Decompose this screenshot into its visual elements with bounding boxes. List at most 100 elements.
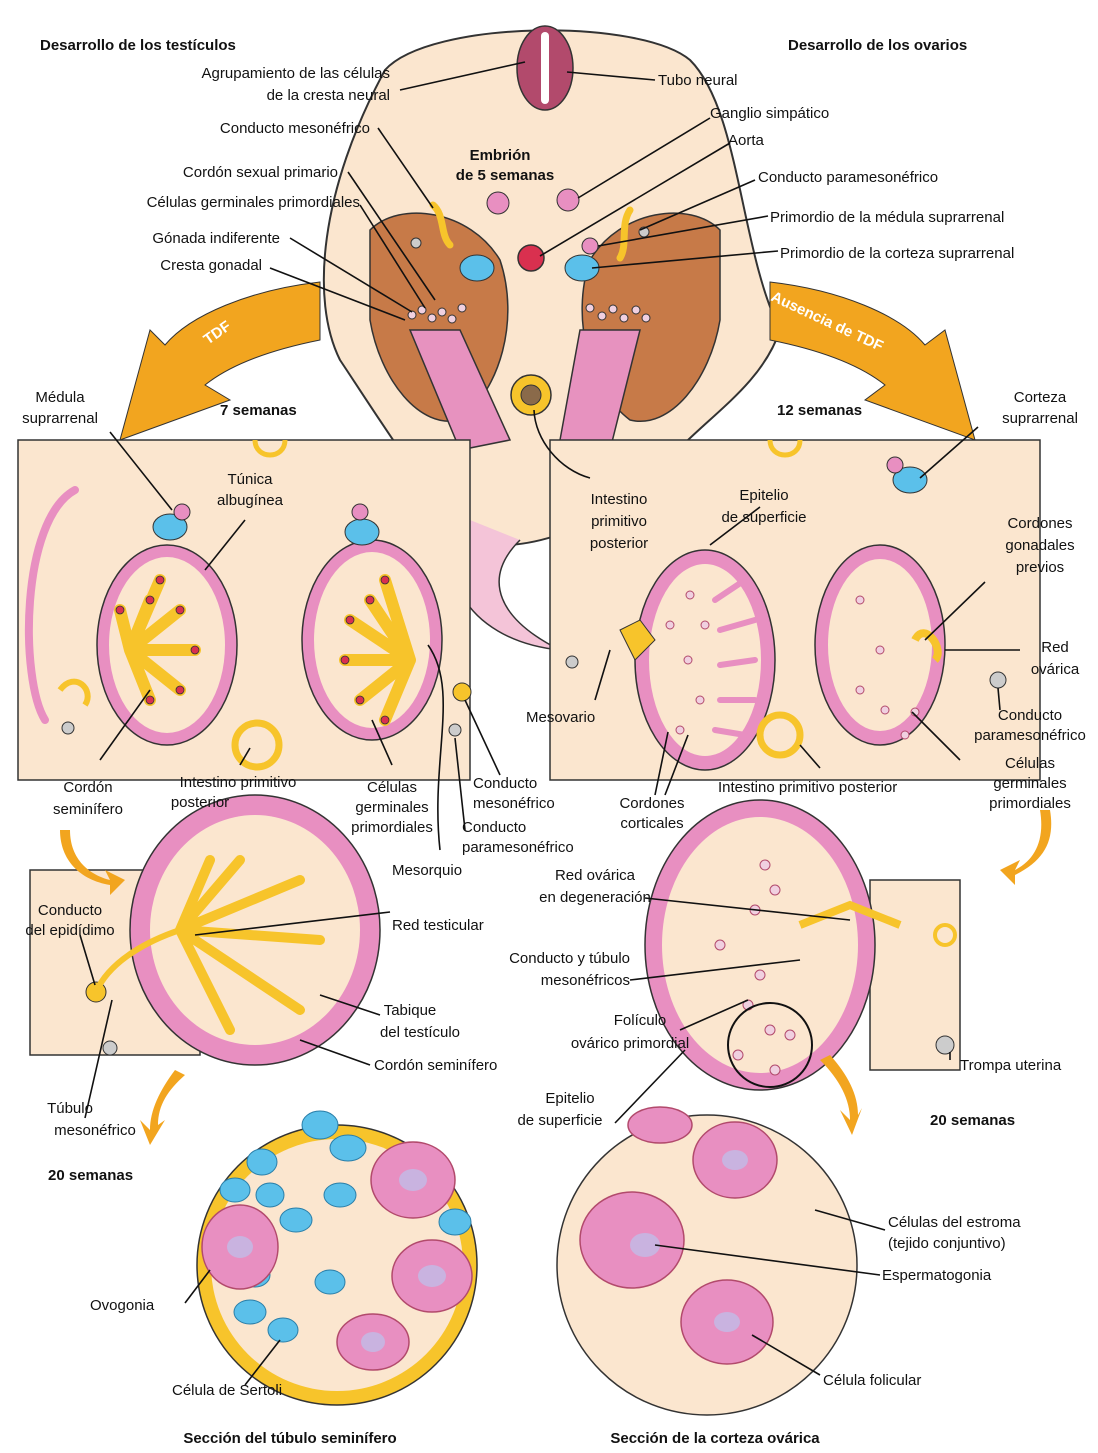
label-germ-right-1: Células <box>1005 755 1055 772</box>
label-20-weeks-right: 20 semanas <box>930 1112 1015 1129</box>
label-meso-tubule-2: mesonéfrico <box>54 1122 136 1139</box>
label-mesonephric-mid-1: Conducto <box>473 775 537 792</box>
label-hindgut-left-1: Intestino primitivo <box>180 774 297 791</box>
hindgut-left-shape <box>235 723 279 767</box>
label-stroma-2: (tejido conjuntivo) <box>888 1235 1006 1252</box>
right-ganglion <box>557 189 579 211</box>
label-surface-epi-low-2: de superficie <box>517 1112 602 1129</box>
label-mesonephric-mid-2: mesonéfrico <box>473 795 555 812</box>
label-sertoli: Célula de Sertoli <box>172 1382 282 1399</box>
label-seminiferous-cord-2: seminífero <box>53 801 123 818</box>
label-follicular: Célula folicular <box>823 1372 921 1389</box>
label-rete-testis: Red testicular <box>392 917 484 934</box>
label-paramesonephric-right-2: paramesonéfrico <box>974 727 1086 744</box>
label-septum-2: del testículo <box>380 1024 460 1041</box>
ovary-20-weeks <box>645 800 960 1090</box>
label-tunica-1: Túnica <box>227 471 273 488</box>
embryo-title-2: de 5 semanas <box>456 167 554 184</box>
label-epididymis-2: del epidídimo <box>25 922 114 939</box>
left-adrenal-cortex <box>460 255 494 281</box>
label-aorta: Aorta <box>728 132 765 149</box>
section-seminiferous <box>197 1111 477 1405</box>
right-paramesonephric-duct <box>990 672 1006 688</box>
label-gonadal-ridge: Cresta gonadal <box>160 257 262 274</box>
label-uterine-tube: Trompa uterina <box>960 1057 1062 1074</box>
label-sympathetic-ganglion: Ganglio simpático <box>710 105 829 122</box>
label-adrenal-cortex-1: Corteza <box>1014 389 1067 406</box>
label-meso-tubules-1: Conducto y túbulo <box>509 950 630 967</box>
label-20-weeks-left: 20 semanas <box>48 1167 133 1184</box>
heading-testis-development: Desarrollo de los testículos <box>40 37 236 54</box>
uterine-tube-shape <box>936 1036 954 1054</box>
label-cortical-cords-2: corticales <box>620 815 683 832</box>
label-germ-right-3: primordiales <box>989 795 1071 812</box>
label-hindgut-center-2: primitivo <box>591 513 647 530</box>
label-mesovario: Mesovario <box>526 709 595 726</box>
caption-seminiferous-section: Sección del túbulo seminífero <box>183 1430 396 1447</box>
arrow-ovary-section <box>820 1055 862 1135</box>
ovary-20w-duct <box>935 925 955 945</box>
ovary-20w-inner <box>662 817 858 1073</box>
label-primary-sex-cord: Cordón sexual primario <box>183 164 338 181</box>
label-hindgut-center-1: Intestino <box>591 491 648 508</box>
label-neural-crest-2: de la cresta neural <box>267 87 390 104</box>
label-hindgut-left-2: posterior <box>171 794 229 811</box>
label-germ-right-2: germinales <box>993 775 1066 792</box>
arrow-testis-section <box>140 1070 185 1145</box>
label-hindgut-right: Intestino primitivo posterior <box>718 779 897 796</box>
label-germ-mid-3: primordiales <box>351 819 433 836</box>
mid-mesonephric-duct <box>453 683 471 701</box>
label-cortical-cords-1: Cordones <box>619 795 684 812</box>
label-septum-1: Tabique <box>384 1002 437 1019</box>
mid-adrenal <box>345 519 379 545</box>
label-adrenal-cortex-2: suprarrenal <box>1002 410 1078 427</box>
hindgut-right-shape <box>760 715 800 755</box>
arrow-right-down <box>1000 810 1051 885</box>
label-degen-rete-2: en degeneración <box>539 889 651 906</box>
testis-7-weeks <box>18 440 471 780</box>
testis-20w-small-circle <box>103 1041 117 1055</box>
mid-paramesonephric-duct <box>449 724 461 736</box>
label-paramesonephric-duct-top: Conducto paramesonéfrico <box>758 169 938 186</box>
label-neural-tube: Tubo neural <box>658 72 738 89</box>
aorta-shape <box>518 245 544 271</box>
label-seminiferous-cord-1: Cordón <box>63 779 112 796</box>
label-mesonephric-duct-top: Conducto mesonéfrico <box>220 120 370 137</box>
left-small-circle <box>62 722 74 734</box>
label-rete-ovarii-2: ovárica <box>1031 661 1080 678</box>
caption-ovarian-section: Sección de la corteza ovárica <box>610 1430 820 1447</box>
label-prev-cords-3: previos <box>1016 559 1064 576</box>
left-small-duct <box>411 238 421 248</box>
label-primordial-follicle-1: Folículo <box>614 1012 667 1029</box>
label-tunica-2: albugínea <box>217 492 284 509</box>
mid-adrenal-medulla <box>352 504 368 520</box>
adrenal-medulla-primordium-shape <box>582 238 598 254</box>
label-indifferent-gonad: Gónada indiferente <box>152 230 280 247</box>
label-paramesonephric-right-1: Conducto <box>998 707 1062 724</box>
label-meso-tubule-1: Túbulo <box>47 1100 93 1117</box>
label-adrenal-cortex-primordium: Primordio de la corteza suprarrenal <box>780 245 1014 262</box>
label-stroma-1: Células del estroma <box>888 1214 1021 1231</box>
label-epididymis-1: Conducto <box>38 902 102 919</box>
right-ovary-inner <box>828 559 932 731</box>
right-small-circle <box>566 656 578 668</box>
left-adrenal-medulla <box>174 504 190 520</box>
neural-canal <box>541 32 549 104</box>
left-ganglion <box>487 192 509 214</box>
label-seminiferous-cord-low: Cordón seminífero <box>374 1057 497 1074</box>
label-adrenal-medulla-primordium: Primordio de la médula suprarrenal <box>770 209 1004 226</box>
label-7-weeks: 7 semanas <box>220 402 297 419</box>
label-neural-crest-1: Agrupamiento de las células <box>202 65 390 82</box>
embryo-title-1: Embrión <box>470 147 531 164</box>
label-degen-rete-1: Red ovárica <box>555 867 636 884</box>
label-surface-epithelium-1: Epitelio <box>739 487 788 504</box>
label-surface-epithelium-2: de superficie <box>721 509 806 526</box>
hindgut-lumen <box>521 385 541 405</box>
label-rete-ovarii-1: Red <box>1041 639 1069 656</box>
label-prev-cords-2: gonadales <box>1005 537 1074 554</box>
label-primordial-follicle-2: ovárico primordial <box>571 1035 689 1052</box>
label-primordial-germ-cells-top: Células germinales primordiales <box>147 194 360 211</box>
label-spermatogonia: Espermatogonia <box>882 1267 992 1284</box>
